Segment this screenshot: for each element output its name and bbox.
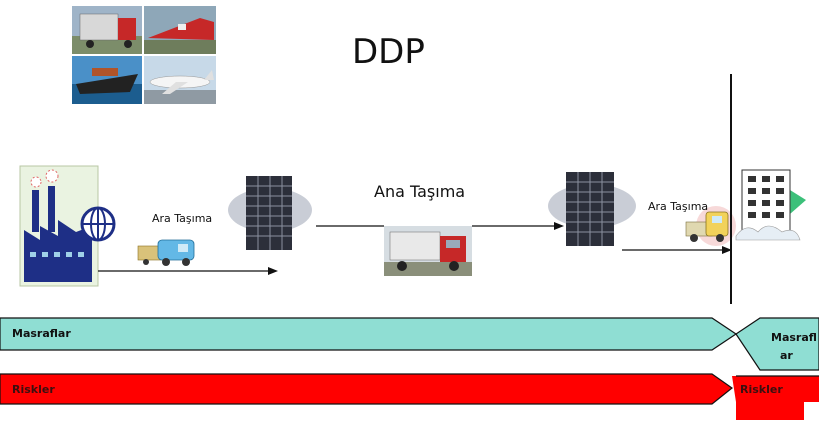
- costs-seller-label: Masraflar: [12, 327, 71, 340]
- risks-band-buyer: [732, 376, 819, 420]
- costs-buyer-label-line2: ar: [780, 349, 793, 362]
- ship-photo: [72, 56, 142, 104]
- main-truck-photo: [384, 226, 472, 276]
- transport-collage: [72, 6, 216, 104]
- small-truck-icon: [137, 239, 195, 266]
- truck-photo: [72, 6, 142, 54]
- small-truck-icon: [685, 206, 736, 246]
- on-carriage-label: Ara Taşıma: [648, 200, 709, 213]
- warehouse-icon: [228, 176, 312, 250]
- globe-icon: [80, 206, 116, 242]
- risks-seller-label: Riskler: [12, 383, 55, 396]
- train-photo: [144, 6, 216, 54]
- warehouse-icon: [548, 172, 636, 246]
- risks-buyer-label: Riskler: [740, 383, 783, 396]
- risks-band-seller: [0, 373, 734, 405]
- main-carriage-label: Ana Taşıma: [374, 182, 466, 201]
- page-title: DDP: [352, 32, 425, 72]
- costs-buyer-label-line1: Masrafl: [771, 331, 817, 344]
- costs-band-buyer: [735, 317, 819, 371]
- airplane-photo: [144, 56, 216, 104]
- destination-building-icon: [735, 169, 806, 241]
- pre-carriage-label: Ara Taşıma: [152, 212, 213, 225]
- flow-arrows: [98, 222, 732, 275]
- costs-band-seller: [0, 317, 738, 351]
